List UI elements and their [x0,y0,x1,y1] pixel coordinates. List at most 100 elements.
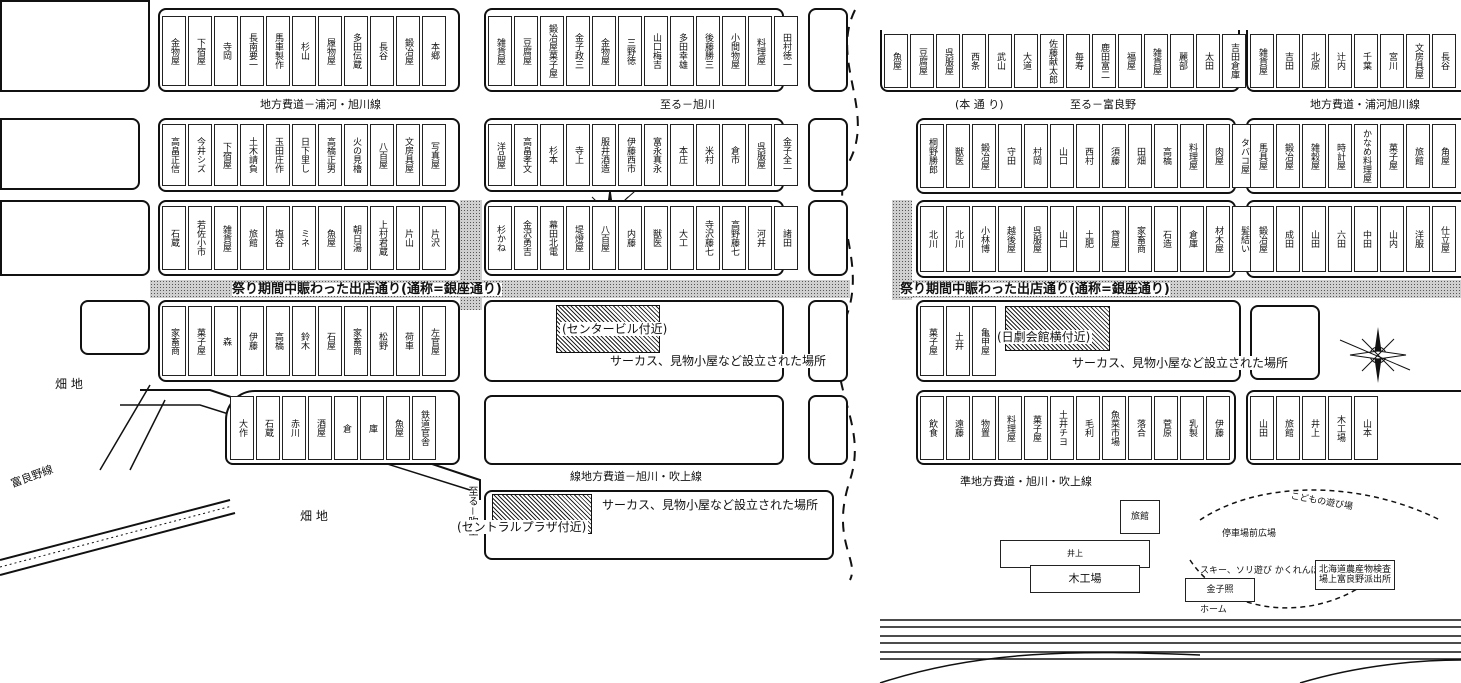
right-lot-79: 山田 [1250,396,1274,460]
left-lot-32: 文房具屋 [396,124,420,186]
ski-area-boundary [1189,559,1371,609]
block-row4-4 [808,300,848,382]
left-lot-56: 片沢 [422,206,446,270]
lot-warehouse-ski: 北海道農産物検査場上富良野派出所 [1315,560,1395,590]
right-lot-5: 大道 [1014,34,1038,88]
left-lot-9: 鍛冶屋 [396,16,420,86]
lot-railway-housing: 木工場 [1030,565,1140,593]
left-lot-54: 上村君蔵 [370,206,394,270]
right-lot-60: 中田 [1354,206,1378,272]
left-lot-21: 料理屋 [748,16,772,86]
right-lot-40: 菓子屋 [1380,124,1404,188]
left-lot-63: 獣医 [644,206,668,270]
left-lot-85: 庫 [360,396,384,460]
right-lot-54: 材木屋 [1206,206,1230,272]
callout-nichigeki-note: サーカス、見物小屋など設立された場所 [1070,356,1291,370]
right-lot-8: 鹿田富二 [1092,34,1116,88]
left-lot-4: 馬車製作 [266,16,290,86]
left-lot-19: 後藤勝三 [696,16,720,86]
left-lot-12: 豆腐屋 [514,16,538,86]
field-label-1: 畑 地 [55,377,83,391]
right-lot-53: 倉庫 [1180,206,1204,272]
callout-nichigeki-location: (日劇会館横付近) [995,330,1093,344]
road-north-right: 地方費道・浦河旭川線 [1310,98,1420,111]
left-lot-80: 大作 [230,396,254,460]
block-row4-1 [80,300,150,355]
block-row2-4 [808,118,848,192]
left-lot-51: ミネ [292,206,316,270]
left-lot-24: 今井シズ [188,124,212,186]
left-lot-13: 鍛冶屋菓子屋 [540,16,564,86]
right-lot-1: 豆腐屋 [910,34,934,88]
left-lot-29: 高橋正男 [318,124,342,186]
left-lot-83: 酒屋 [308,396,332,460]
left-lot-37: 寺上 [566,124,590,186]
right-lot-51: 家畜商 [1128,206,1152,272]
right-lot-18: 千葉 [1354,34,1378,88]
left-lot-47: 若佐小市 [188,206,212,270]
right-lot-42: 角屋 [1432,124,1456,188]
left-lot-61: 八百屋 [592,206,616,270]
block-row5-2 [484,395,784,465]
right-lot-43: 北川 [920,206,944,272]
right-lot-6: 佐藤献太郎 [1040,34,1064,88]
road-south-label: 線地方費道－旭川・吹上線 [570,470,702,483]
left-lot-50: 塩谷 [266,206,290,270]
left-lot-30: 火の見櫓 [344,124,368,186]
right-lot-68: 遠藤 [946,396,970,460]
ski-note-label: スキー、ソリ遊び かくれんぼ。 [1200,566,1329,576]
right-lot-57: 成田 [1276,206,1300,272]
circus-site-nichigeki [1005,306,1110,351]
left-lot-0: 金物屋 [162,16,186,86]
right-lot-37: 雑穀屋 [1302,124,1326,188]
right-lot-16: 北原 [1302,34,1326,88]
right-lot-73: 毛利 [1076,396,1100,460]
right-lot-62: 洋服 [1406,206,1430,272]
road-to-furano: 至る－富良野 [1070,98,1136,111]
right-lot-61: 山内 [1380,206,1404,272]
left-lot-79: 左官屋 [422,306,446,376]
left-lot-52: 魚屋 [318,206,342,270]
callout-centerbuilding-note: サーカス、見物小屋など設立された場所 [608,354,829,368]
left-lot-69: 家畜商 [162,306,186,376]
right-lot-29: 須藤 [1102,124,1126,188]
right-lot-44: 北川 [946,206,970,272]
left-lot-40: 富永真永 [644,124,668,186]
right-lot-78: 伊藤 [1206,396,1230,460]
right-lot-49: 土肥 [1076,206,1100,272]
main-street-label: (本 通 り) [955,98,1004,111]
left-lot-14: 金子政三 [566,16,590,86]
left-lot-66: 高野藤七 [722,206,746,270]
right-lot-80: 旅館 [1276,396,1300,460]
right-lot-75: 落合 [1128,396,1152,460]
left-lot-55: 片山 [396,206,420,270]
right-lot-71: 菓子屋 [1024,396,1048,460]
left-lot-28: 日下里し [292,124,316,186]
right-lot-35: 馬具屋 [1250,124,1274,188]
left-lot-17: 山口梅吉 [644,16,668,86]
right-lot-2: 呉服屋 [936,34,960,88]
left-lot-87: 鉄道官舎 [412,396,436,460]
railway-furano-line [0,499,236,576]
left-lot-45: 金子全一 [774,124,798,186]
right-lot-14: 雑貨屋 [1250,34,1274,88]
cross-street-shading [460,200,482,310]
right-lot-3: 西条 [962,34,986,88]
left-lot-6: 履物屋 [318,16,342,86]
left-lot-72: 伊藤 [240,306,264,376]
right-lot-19: 宮川 [1380,34,1404,88]
block-row2-1 [0,118,140,190]
left-lot-35: 高畠孝文 [514,124,538,186]
right-lot-25: 守田 [998,124,1022,188]
right-lot-17: 辻内 [1328,34,1352,88]
left-lot-76: 家畜商 [344,306,368,376]
right-lot-77: 乳製 [1180,396,1204,460]
left-lot-11: 雑貨屋 [488,16,512,86]
left-lot-3: 長南要一 [240,16,264,86]
left-lot-74: 鈴木 [292,306,316,376]
left-lot-77: 松野 [370,306,394,376]
left-lot-15: 金物屋 [592,16,616,86]
right-lot-9: 福屋 [1118,34,1142,88]
right-lot-23: 獣医 [946,124,970,188]
left-lot-5: 杉山 [292,16,316,86]
